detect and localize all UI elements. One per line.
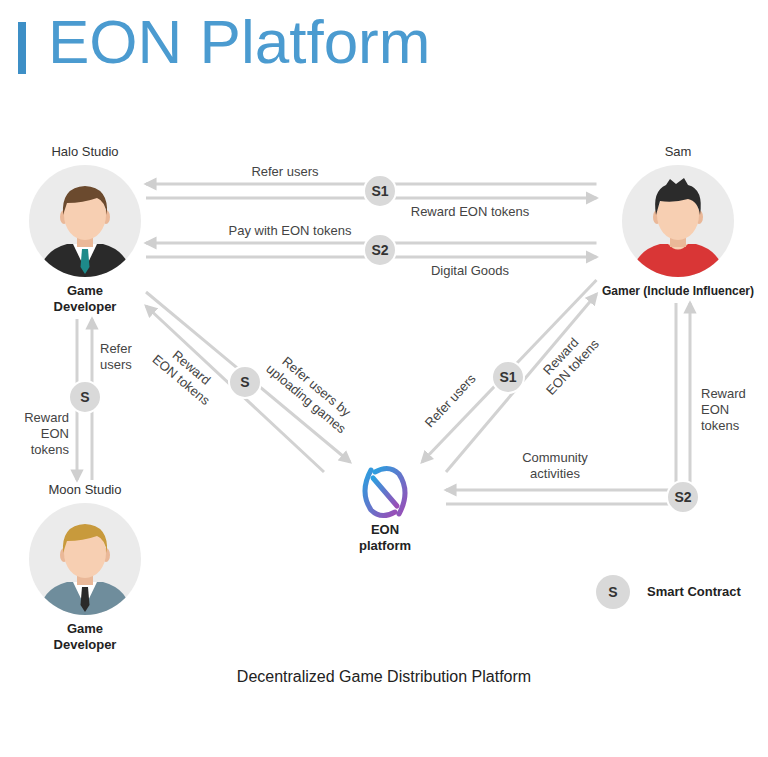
person-role: Game Developer xyxy=(45,621,125,653)
contract-number: S2 xyxy=(371,242,388,258)
edge-label: Refer users xyxy=(98,341,150,373)
edge-label: Refer users xyxy=(249,164,320,180)
edge-label: Reward EON tokens xyxy=(699,386,755,434)
smart-contract-circle: S xyxy=(68,380,102,414)
person-role: Game Developer xyxy=(45,283,125,315)
smart-contract-circle: S1 xyxy=(491,360,525,394)
flow-arrow xyxy=(146,292,350,462)
edge-label: Community activities xyxy=(505,450,605,482)
title-bar xyxy=(18,22,26,74)
legend-text: Smart Contract xyxy=(647,584,741,600)
person-name: Halo Studio xyxy=(28,144,142,160)
person-name: Sam xyxy=(601,144,756,160)
person-role: Gamer (Include Influencer) xyxy=(601,283,756,299)
smart-contract-circle: S2 xyxy=(363,233,397,267)
contract-number: S2 xyxy=(674,489,691,505)
flow-arrow xyxy=(446,303,690,504)
contract-number: S xyxy=(240,374,249,390)
edge-label: Reward EON tokens xyxy=(409,204,532,220)
eon-logo xyxy=(355,464,415,520)
edge-label: Digital Goods xyxy=(429,263,511,279)
legend-swatch: S xyxy=(596,575,630,609)
person-node: SamGamer (Include Influencer) xyxy=(597,142,760,303)
smart-contract-circle: S xyxy=(228,365,262,399)
person-node: Moon StudioGame Developer xyxy=(24,480,146,657)
platform-name: EON platform xyxy=(350,522,420,554)
caption: Decentralized Game Distribution Platform xyxy=(0,668,768,686)
swatch-letter: S xyxy=(608,584,617,600)
contract-number: S xyxy=(80,389,89,405)
avatar-illustration xyxy=(29,503,141,615)
contract-number: S1 xyxy=(499,369,516,385)
page-title: EON Platform xyxy=(48,6,430,78)
avatar-illustration xyxy=(622,165,734,277)
flow-arrow xyxy=(446,303,676,490)
edge-label: Pay with EON tokens xyxy=(227,223,354,239)
edge-label: Refer users xyxy=(421,370,481,433)
smart-contract-circle: S1 xyxy=(363,174,397,208)
person-name: Moon Studio xyxy=(28,482,142,498)
smart-contract-circle: S2 xyxy=(666,480,700,514)
person-node: Halo StudioGame Developer xyxy=(24,142,146,319)
avatar-illustration xyxy=(29,165,141,277)
contract-number: S1 xyxy=(371,183,388,199)
edge-label: Reward EON tokens xyxy=(15,410,71,458)
platform-node: EON platform xyxy=(324,462,446,556)
